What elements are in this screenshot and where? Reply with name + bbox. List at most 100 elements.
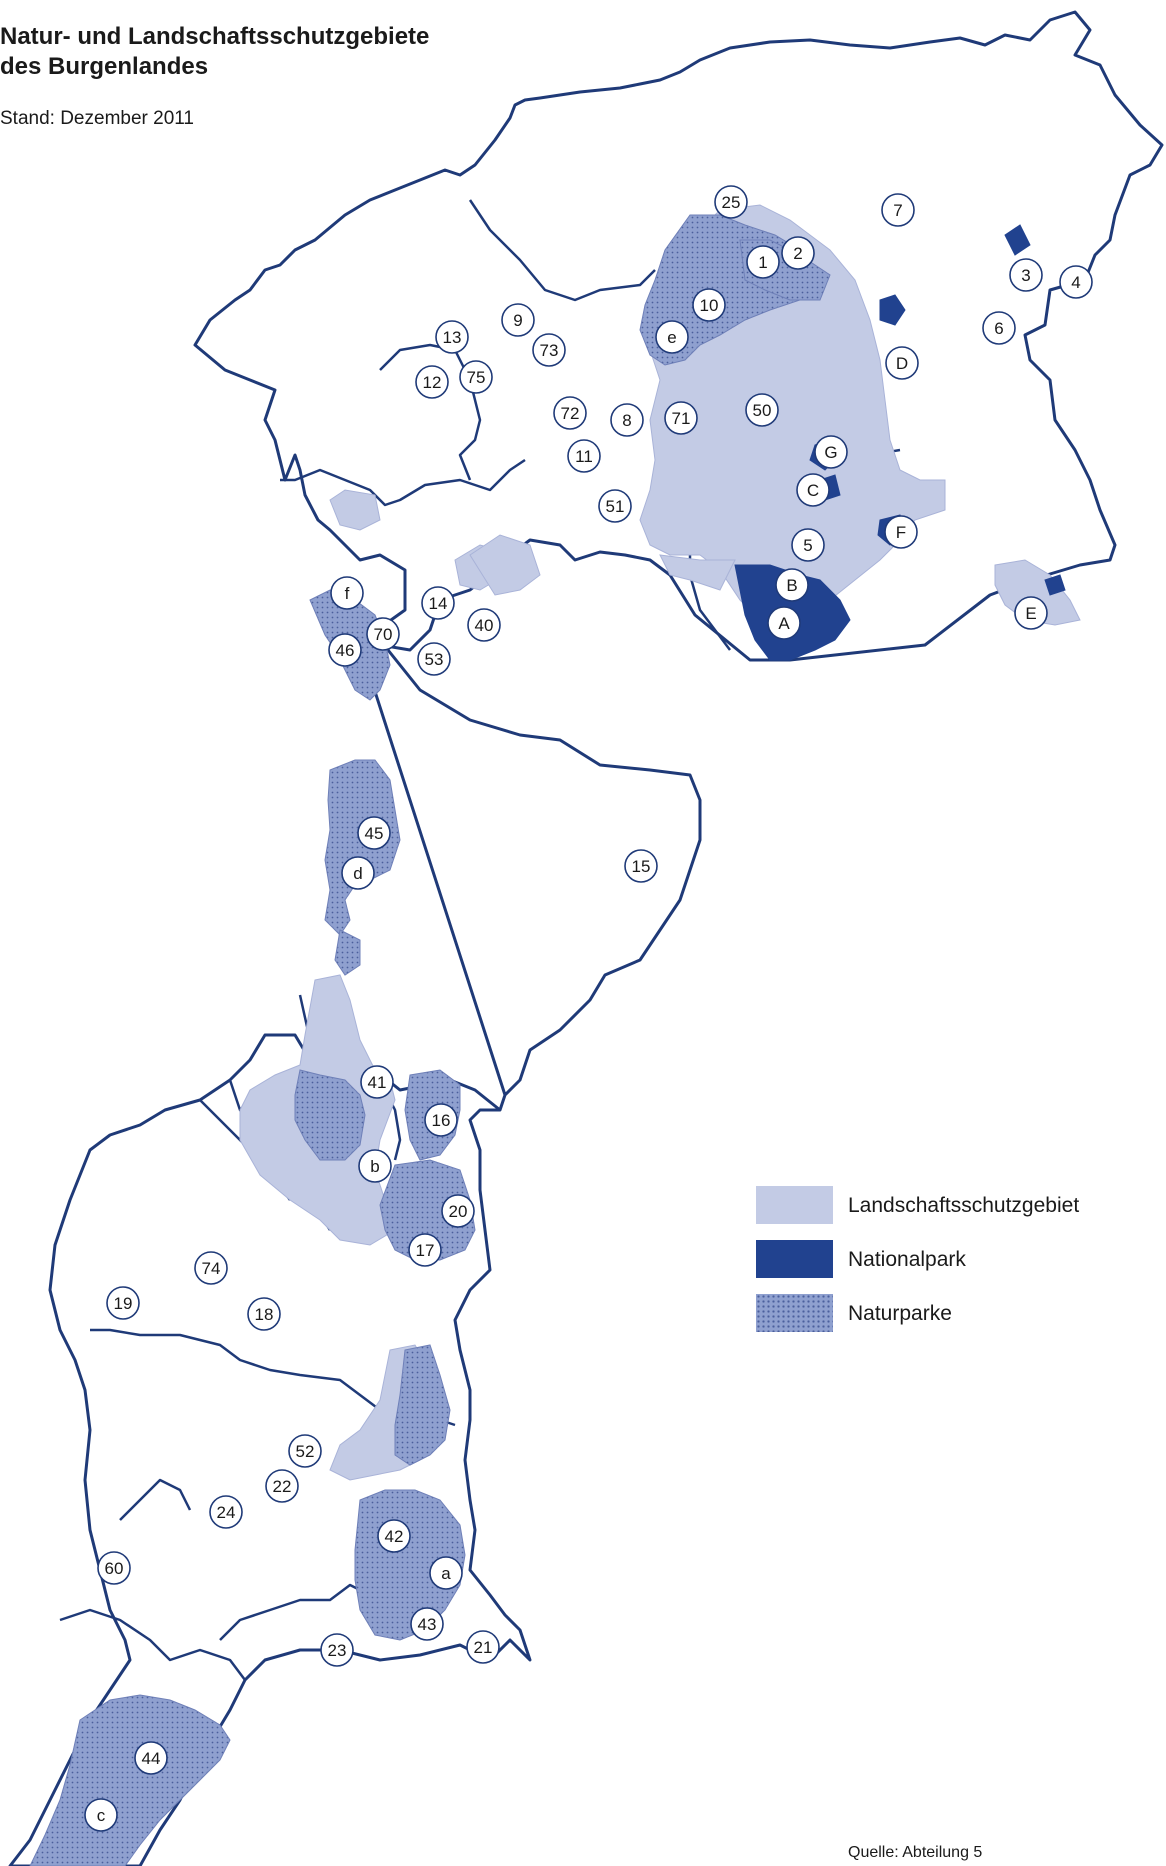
marker-label: 3 (1021, 266, 1030, 285)
marker: 24 (209, 1495, 243, 1529)
marker-label: 23 (328, 1641, 347, 1660)
marker-label: E (1025, 604, 1036, 623)
marker-label: 4 (1071, 273, 1080, 292)
marker: 17 (408, 1233, 442, 1267)
marker: 2 (781, 236, 815, 270)
marker-label: G (824, 443, 837, 462)
marker-label: 9 (513, 311, 522, 330)
marker-label: 11 (575, 447, 593, 466)
marker-label: 12 (423, 373, 442, 392)
marker: 46 (328, 633, 362, 667)
marker-label: 21 (474, 1638, 493, 1657)
marker-label: 72 (561, 404, 580, 423)
marker-label: F (896, 523, 906, 542)
marker-label: a (441, 1564, 451, 1583)
marker: 19 (106, 1286, 140, 1320)
marker-label: d (353, 864, 362, 883)
marker-label: 45 (365, 824, 384, 843)
marker: 4 (1059, 265, 1093, 299)
marker-label: 10 (700, 296, 719, 315)
marker-label: 75 (467, 368, 486, 387)
marker-label: 25 (722, 193, 741, 212)
marker: 11 (567, 439, 601, 473)
marker-label: 42 (385, 1527, 404, 1546)
marker-label: 73 (540, 341, 559, 360)
marker: B (775, 568, 809, 602)
marker: 14 (421, 586, 455, 620)
marker: 6 (982, 311, 1016, 345)
marker: 42 (377, 1519, 411, 1553)
marker: c (84, 1798, 118, 1832)
marker: 52 (288, 1434, 322, 1468)
marker-label: 16 (432, 1111, 451, 1130)
marker-label: b (370, 1157, 379, 1176)
marker-label: 71 (672, 409, 691, 428)
marker: D (885, 346, 919, 380)
legend-swatch-landschaftsschutzgebiet (756, 1186, 833, 1224)
marker: 43 (410, 1607, 444, 1641)
marker-label: 8 (622, 411, 631, 430)
marker: 23 (320, 1633, 354, 1667)
marker: 44 (134, 1741, 168, 1775)
marker: 13 (435, 320, 469, 354)
source-note: Quelle: Abteilung 5 (848, 1844, 983, 1861)
marker: 71 (664, 401, 698, 435)
marker-label: 1 (758, 253, 767, 272)
marker: 7 (881, 193, 915, 227)
marker: 12 (415, 365, 449, 399)
marker-label: 53 (425, 650, 444, 669)
marker-label: c (97, 1806, 106, 1825)
legend-label: Nationalpark (848, 1248, 966, 1271)
marker: 18 (247, 1297, 281, 1331)
marker-label: 2 (793, 244, 802, 263)
marker-label: 74 (202, 1259, 221, 1278)
marker: E (1014, 596, 1048, 630)
marker: 25 (714, 185, 748, 219)
marker-label: 7 (893, 201, 902, 220)
marker-label: 43 (418, 1615, 437, 1634)
marker: C (796, 473, 830, 507)
state-outline-south (8, 638, 702, 1866)
marker: b (358, 1149, 392, 1183)
marker: 41 (360, 1065, 394, 1099)
marker: 20 (441, 1194, 475, 1228)
marker: A (767, 606, 801, 640)
marker: 21 (466, 1630, 500, 1664)
marker-label: 18 (255, 1305, 274, 1324)
legend-swatch-nationalpark (756, 1240, 833, 1278)
legend-label: Naturparke (848, 1302, 952, 1325)
marker-label: 44 (142, 1749, 161, 1768)
marker-label: 24 (217, 1503, 236, 1522)
marker-label: 20 (449, 1202, 468, 1221)
marker-label: 15 (632, 857, 651, 876)
marker-label: f (345, 584, 350, 603)
marker: 53 (417, 642, 451, 676)
marker: 60 (97, 1551, 131, 1585)
marker-label: 14 (429, 594, 448, 613)
marker: 70 (366, 617, 400, 651)
marker: 50 (745, 393, 779, 427)
marker-label: 22 (273, 1477, 292, 1496)
marker: d (341, 856, 375, 890)
marker: F (884, 515, 918, 549)
marker: e (655, 320, 689, 354)
map-title: Natur- und Landschaftsschutzgebiete des … (0, 22, 429, 82)
marker: 5 (791, 528, 825, 562)
map-subtitle: Stand: Dezember 2011 (0, 108, 194, 129)
marker: 1 (746, 245, 780, 279)
marker: 8 (610, 403, 644, 437)
marker-label: C (807, 481, 819, 500)
marker-label: 19 (114, 1294, 133, 1313)
marker-label: 46 (336, 641, 355, 660)
marker: 75 (459, 360, 493, 394)
legend-item-nationalpark: Nationalpark (756, 1240, 1156, 1278)
marker: 51 (598, 489, 632, 523)
marker-label: 51 (606, 497, 625, 516)
title-line-2: des Burgenlandes (0, 53, 209, 80)
marker-label: D (896, 354, 908, 373)
marker: 16 (424, 1103, 458, 1137)
marker-label: e (667, 328, 676, 347)
marker-label: 60 (105, 1559, 124, 1578)
marker-label: 41 (368, 1073, 387, 1092)
marker: a (429, 1556, 463, 1590)
